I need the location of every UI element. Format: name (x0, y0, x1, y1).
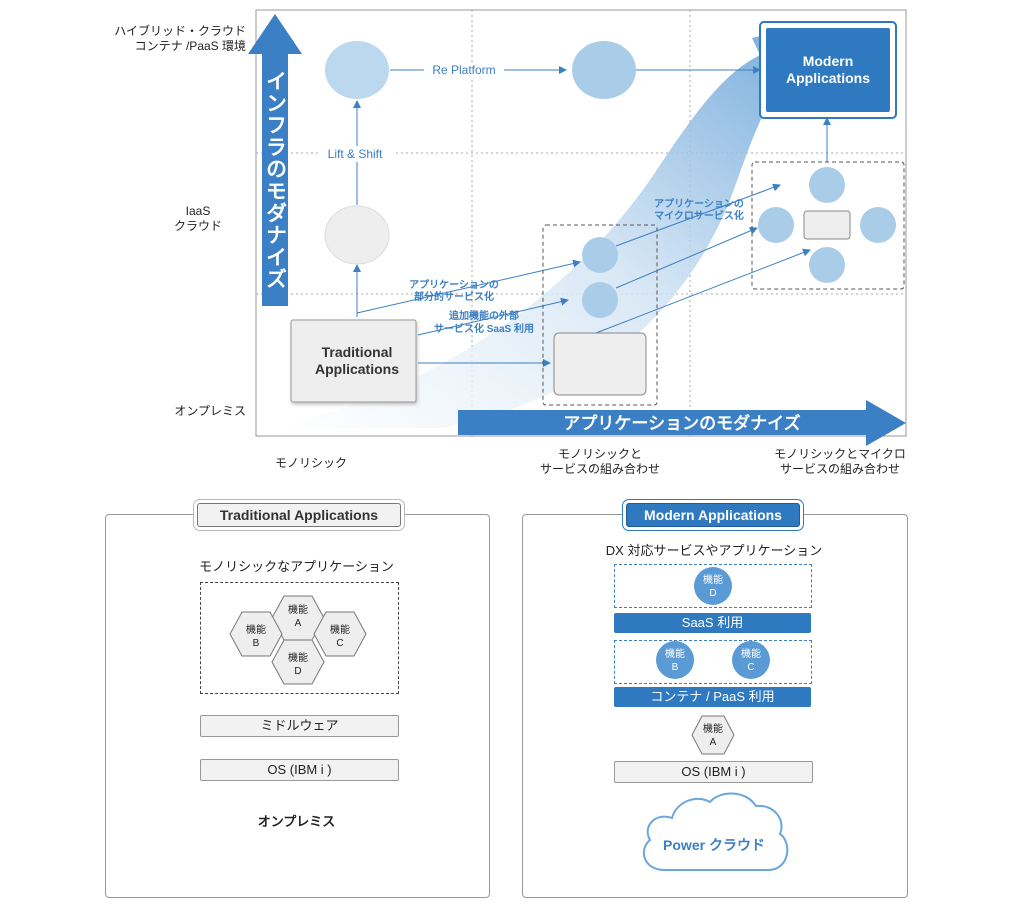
arrow-micro-2 (615, 227, 758, 289)
hex-b (229, 611, 283, 657)
circle-d-svg: 機能 D (694, 567, 732, 605)
combined-group (542, 224, 658, 406)
modern-box-line2: Applications (786, 70, 870, 86)
service-node-2 (582, 282, 618, 318)
modern-box-line1: Modern (803, 53, 854, 69)
modern-applications-box (766, 28, 890, 112)
micro-core-box (803, 210, 851, 240)
hex-d-label2: D (294, 666, 301, 677)
replatform-label: Re Platform (432, 63, 495, 77)
x-label-combined-line1: モノリシックと (557, 447, 642, 461)
hex-a-label1: 機能 (288, 603, 308, 616)
hex-d (271, 639, 325, 685)
hybrid-combined-node (572, 41, 636, 99)
combined-monolith-box (553, 332, 647, 396)
x-label-micro-line1: モノリシックとマイクロ (774, 447, 906, 461)
micro-group (751, 161, 905, 290)
y-label-iaas-line2: クラウド (173, 219, 222, 233)
function-b-label2: B (672, 662, 679, 673)
traditional-panel (105, 514, 490, 898)
arrow-micro-3 (595, 248, 811, 334)
micro-service-line2: マイクロサービス化 (654, 209, 744, 222)
app-modernize-arrow (458, 400, 906, 446)
external-service-line2: サービス化 SaaS 利用 (434, 322, 534, 335)
y-label-iaas-line1: IaaS (185, 204, 211, 218)
hex-c-label2: C (336, 638, 343, 649)
function-c-label2: C (747, 662, 754, 673)
hex-b-label1: 機能 (246, 623, 266, 636)
y-label-onprem: オンプレミス (174, 404, 246, 418)
container-paas-bar: コンテナ / PaaS 利用 (614, 687, 811, 707)
hybrid-monolith-node (325, 41, 389, 99)
trad-box-line2: Applications (315, 361, 399, 377)
function-a-hex (691, 715, 735, 755)
function-b-label1: 機能 (665, 647, 685, 660)
traditional-os-bar: OS (IBM i ) (200, 759, 399, 781)
replatform-label-bg (424, 62, 504, 78)
x-label-micro-line2: サービスの組み合わせ (779, 462, 900, 476)
liftshift-label-bg (320, 146, 394, 162)
external-service-line1: 追加機能の外部 (449, 309, 519, 322)
micro-node-bottom (809, 247, 845, 283)
traditional-applications-box (290, 319, 417, 403)
micro-service-line1: アプリケーションの (654, 197, 744, 210)
power-cloud-label: Power クラウド (663, 837, 765, 853)
x-label-micro: モノリシックとマイクロ サービスの組み合わせ (750, 447, 930, 477)
partial-service-line1: アプリケーションの (409, 278, 499, 291)
micro-node-right (860, 207, 896, 243)
container-function-group (614, 640, 812, 684)
function-a-label2: A (710, 737, 717, 748)
trad-box-line1: Traditional (322, 344, 393, 360)
service-node-1 (582, 237, 618, 273)
hex-c (313, 611, 367, 657)
saas-function-group (614, 564, 812, 608)
y-label-hybrid-line1: ハイブリッド・クラウド (114, 24, 246, 38)
function-c-circle (732, 641, 770, 679)
micro-node-left (758, 207, 794, 243)
hex-b-label2: B (253, 638, 260, 649)
function-a-hex-svg: 機能 A (691, 715, 735, 755)
x-label-monolithic: モノリシック (274, 456, 347, 470)
middleware-bar: ミドルウェア (200, 715, 399, 737)
micro-node-top (809, 167, 845, 203)
modern-panel-title: Modern Applications (626, 503, 800, 527)
x-label-combined: モノリシックと サービスの組み合わせ (510, 447, 690, 477)
iaas-monolith-node (324, 205, 390, 265)
function-a-label1: 機能 (703, 722, 723, 735)
y-label-iaas: IaaS クラウド (150, 204, 246, 234)
modern-os-bar: OS (IBM i ) (614, 761, 813, 783)
liftshift-label: Lift & Shift (328, 147, 383, 161)
arrow-micro-1 (615, 183, 781, 247)
traditional-functions-group (200, 582, 399, 694)
traditional-subtitle: モノリシックなアプリケーション (199, 559, 394, 574)
hex-a-label2: A (295, 618, 302, 629)
function-d-circle (694, 567, 732, 605)
saas-bar: SaaS 利用 (614, 613, 811, 633)
y-label-hybrid: ハイブリッド・クラウド コンテナ /PaaS 環境 (100, 24, 246, 54)
infra-arrow-label: インフラのモダナイズ (264, 70, 287, 290)
hex-c-label1: 機能 (330, 623, 350, 636)
function-d-label1: 機能 (703, 573, 723, 586)
modernization-diagram: Traditional Applications Modern Applicat… (248, 9, 907, 446)
function-d-label2: D (709, 588, 716, 599)
circle-bc-svg: 機能 B 機能 C (656, 641, 770, 679)
x-label-combined-line2: サービスの組み合わせ (539, 462, 660, 476)
y-label-hybrid-line2: コンテナ /PaaS 環境 (134, 39, 246, 53)
app-arrow-label: アプリケーションのモダナイズ (563, 413, 800, 433)
function-c-label1: 機能 (741, 647, 761, 660)
cloud-icon (642, 792, 789, 871)
partial-service-line2: 部分的サービス化 (414, 290, 494, 303)
traditional-footer: オンプレミス (257, 814, 336, 829)
modern-subtitle: DX 対応サービスやアプリケーション (605, 543, 823, 558)
traditional-panel-title: Traditional Applications (197, 503, 401, 527)
function-b-circle (656, 641, 694, 679)
hex-d-label1: 機能 (288, 651, 308, 664)
infra-modernize-arrow (248, 14, 302, 306)
power-cloud-svg: Power クラウド (642, 792, 789, 871)
traditional-hex-cluster: 機能 A 機能 B 機能 C 機能 D (229, 595, 367, 685)
